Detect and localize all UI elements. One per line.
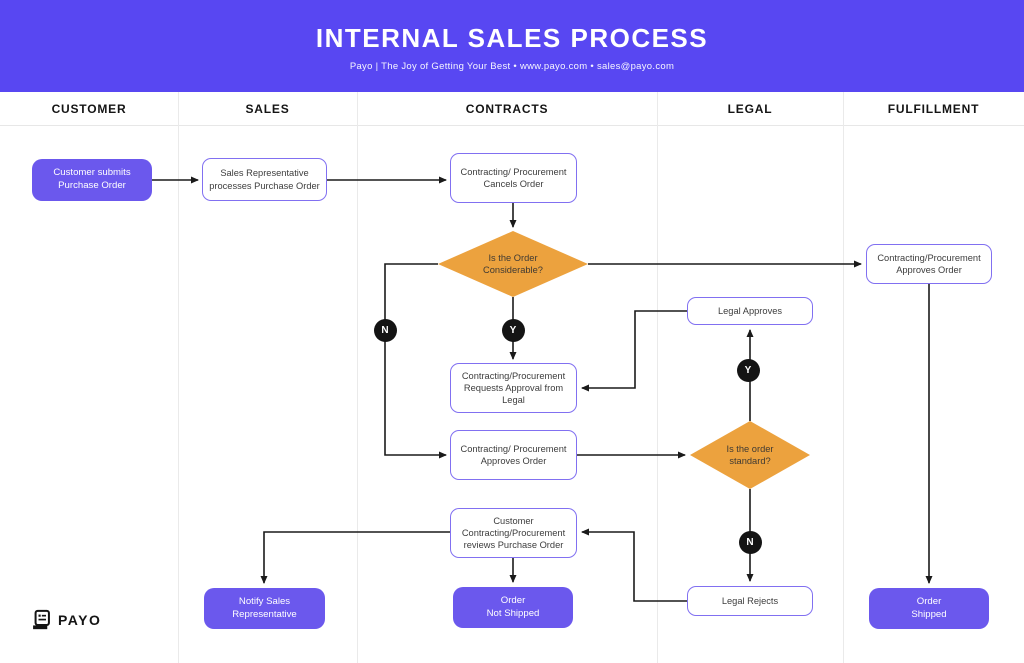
lane-header-legal: LEGAL bbox=[727, 101, 773, 116]
header-banner: INTERNAL SALES PROCESS Payo | The Joy of… bbox=[0, 0, 1024, 92]
decision-label: Is the order standard? bbox=[726, 443, 774, 466]
node-reviews-purchase-order: Customer Contracting/Procurement reviews… bbox=[450, 508, 577, 558]
decision-branch-badge: N bbox=[738, 530, 762, 554]
lane-divider bbox=[178, 92, 179, 663]
page-subtitle: Payo | The Joy of Getting Your Best • ww… bbox=[349, 61, 675, 72]
node-legal-rejects: Legal Rejects bbox=[687, 586, 813, 616]
connector-arrow bbox=[260, 531, 450, 584]
node-contracting-cancels-order: Contracting/ Procurement Cancels Order bbox=[450, 153, 577, 203]
lane-header-contracts: CONTRACTS bbox=[465, 101, 549, 116]
lane-divider bbox=[843, 92, 844, 663]
lane-divider bbox=[657, 92, 658, 663]
node-notify-sales-representative: Notify Sales Representative bbox=[204, 588, 325, 629]
node-decision-order-standard: Is the order standard? bbox=[690, 421, 810, 489]
connector-arrow bbox=[384, 263, 447, 459]
node-order-not-shipped: Order Not Shipped bbox=[453, 587, 573, 628]
lane-header-customer: CUSTOMER bbox=[51, 101, 127, 116]
node-contracting-approves-order-fulfillment: Contracting/Procurement Approves Order bbox=[866, 244, 992, 284]
node-sales-rep-processes-po: Sales Representative processes Purchase … bbox=[202, 158, 327, 201]
node-decision-order-considerable: Is the Order Considerable? bbox=[438, 231, 588, 297]
node-legal-approves: Legal Approves bbox=[687, 297, 813, 325]
lane-header-sales: SALES bbox=[245, 101, 290, 116]
payo-logo-text: PAYO bbox=[58, 612, 102, 628]
node-customer-submits-po: Customer submits Purchase Order bbox=[32, 159, 152, 201]
decision-branch-badge: Y bbox=[736, 358, 760, 382]
lane-divider bbox=[357, 92, 358, 663]
payo-logo: PAYO bbox=[31, 609, 101, 631]
connector-arrow bbox=[581, 310, 687, 392]
lane-header-fulfillment: FULFILLMENT bbox=[887, 101, 980, 116]
page-title: INTERNAL SALES PROCESS bbox=[315, 23, 709, 53]
decision-label: Is the Order Considerable? bbox=[483, 252, 543, 275]
node-order-shipped: Order Shipped bbox=[869, 588, 989, 629]
lane-header-row: CUSTOMER SALES CONTRACTS LEGAL FULFILLME… bbox=[0, 92, 1024, 126]
payo-logo-icon bbox=[31, 609, 51, 631]
connector-arrow bbox=[581, 528, 687, 602]
node-contracting-approves-order: Contracting/ Procurement Approves Order bbox=[450, 430, 577, 480]
decision-branch-badge: N bbox=[373, 318, 397, 342]
decision-branch-badge: Y bbox=[501, 318, 525, 342]
node-requests-approval-from-legal: Contracting/Procurement Requests Approva… bbox=[450, 363, 577, 413]
